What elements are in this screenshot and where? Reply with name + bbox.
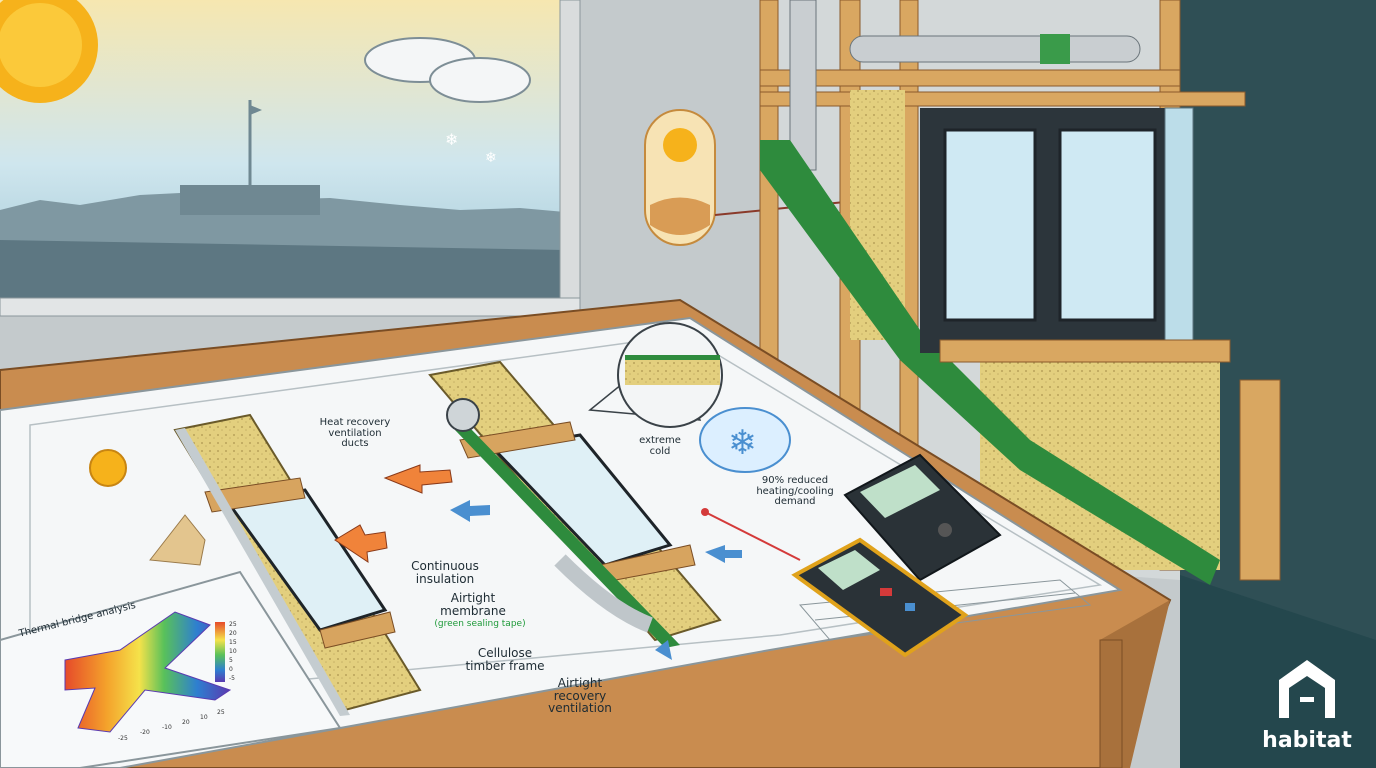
detail-magnifier	[588, 322, 723, 428]
callout-heat-recovery: Heat recovery ventilation ducts	[319, 417, 391, 449]
scale-tick: 5	[229, 657, 233, 664]
callout-cellulose-frame: Cellulose timber frame	[465, 646, 545, 673]
thermal-map	[64, 611, 232, 733]
callout-green-sealing-tape: (green sealing tape)	[434, 619, 526, 629]
axis-tick: -25	[118, 735, 128, 742]
airtight-membrane-strip	[760, 140, 1220, 585]
thermal-meter-device	[843, 453, 1002, 582]
house-logo-icon	[1279, 660, 1335, 718]
laser-meter-device	[791, 537, 969, 658]
brand-name: habitat	[1262, 728, 1352, 753]
scale-tick: 10	[229, 648, 237, 655]
scale-tick: -5	[229, 675, 235, 682]
axis-tick: -10	[162, 724, 172, 731]
duct-pipe	[789, 0, 1141, 171]
callout-airtight-membrane: Airtight membrane	[440, 591, 506, 618]
snowflake-icon-large: ❄	[728, 423, 757, 463]
ventilation-duct	[554, 554, 653, 633]
fan-icon	[446, 398, 480, 432]
callout-airtight-recovery: Airtight recovery ventilation	[548, 676, 612, 716]
snowflake-icon-2: ❄	[485, 150, 497, 166]
thermal-analysis-sheet	[0, 570, 342, 768]
scale-tick: 0	[229, 666, 233, 673]
wall-section-drawing-1	[173, 413, 422, 716]
sun-icon-badge	[663, 128, 697, 162]
callout-continuous-insulation: Continuous insulation	[411, 559, 479, 586]
scale-tick: 20	[229, 630, 237, 637]
callout-extreme-cold: extreme cold	[639, 435, 681, 457]
axis-tick: 25	[217, 709, 225, 716]
scale-tick: 15	[229, 639, 237, 646]
airflow-arrows	[334, 464, 801, 660]
snowflake-icon: ❄	[445, 130, 458, 149]
city-window: ❄ ❄	[0, 0, 581, 317]
axis-tick: 20	[182, 719, 190, 726]
axis-tick: 10	[200, 714, 208, 721]
cloud-icon	[364, 37, 531, 103]
snowflake-badge: ❄	[699, 407, 791, 473]
sun-icon-blueprint	[89, 449, 127, 487]
wall-section-drawing-2	[428, 360, 722, 648]
triple-glazed-window	[920, 107, 1194, 354]
callout-reduced-demand: 90% reduced heating/cooling demand	[756, 475, 834, 507]
sun-icon	[0, 0, 98, 103]
scale-tick: 25	[229, 621, 237, 628]
axis-tick: -20	[140, 729, 150, 736]
thermal-scale	[215, 622, 225, 682]
